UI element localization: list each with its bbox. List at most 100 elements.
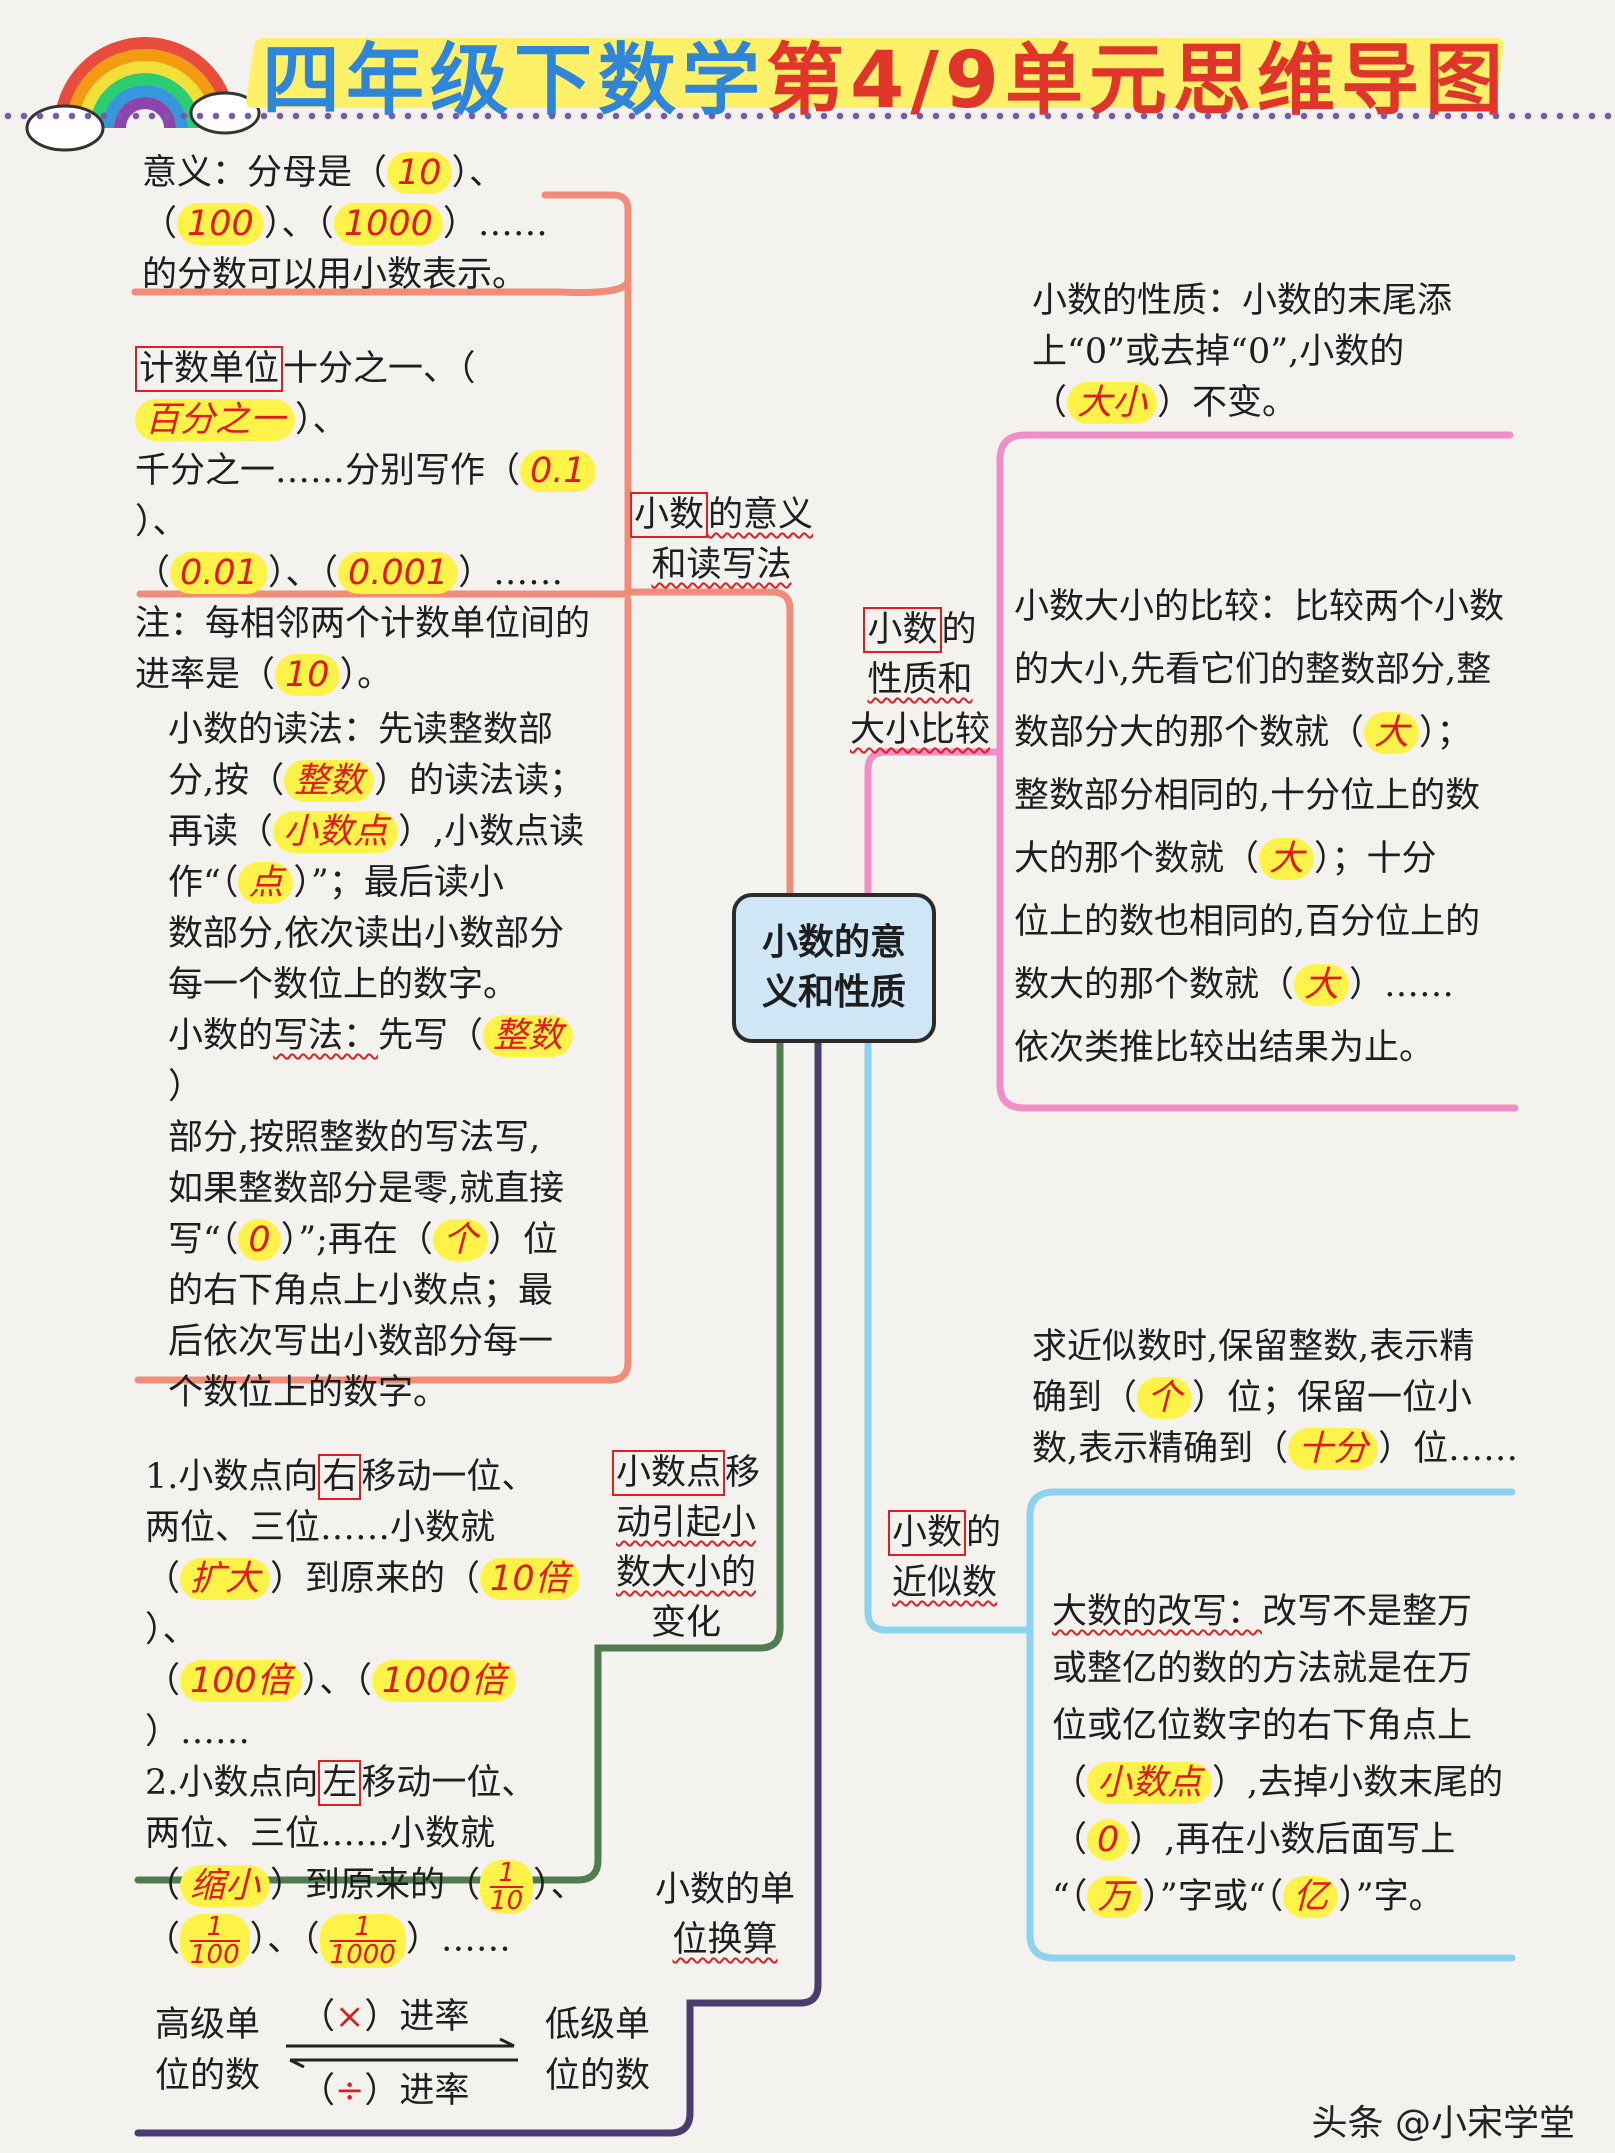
move-l7a: （	[145, 1865, 181, 1906]
cmp-l7b: ）……	[1349, 965, 1455, 1005]
rewrite-l5b: ）,再在小数后面写上	[1129, 1820, 1456, 1860]
answer: 点	[238, 862, 294, 904]
branch-property-line2: 性质和	[867, 660, 973, 700]
rewrite-l6b: ）”字或“（	[1142, 1877, 1284, 1917]
answer: 万	[1087, 1876, 1143, 1918]
move-left-box: 左	[318, 1760, 362, 1806]
branch-property-box: 小数	[863, 607, 942, 653]
branch-meaning-label[interactable]: 小数的意义 和读写法	[630, 490, 813, 590]
branch-approx-label[interactable]: 小数的 近似数	[888, 1508, 1001, 1608]
conv-right2: 位的数	[545, 2056, 651, 2096]
answer: 10倍	[480, 1558, 580, 1600]
counting-unit-text: 计数单位十分之一、（百分之一）、 千分之一……分别写作（0.1）、 （0.01）…	[135, 344, 635, 701]
divide-sign: ÷	[335, 2071, 365, 2111]
answer: 0	[238, 1219, 281, 1261]
answer: 缩小	[180, 1864, 271, 1907]
answer: 个	[1137, 1377, 1193, 1419]
conversion-arrows	[286, 2038, 518, 2068]
rewrite-l6c: ）”字。	[1338, 1877, 1444, 1917]
rw-l10c: ）位	[487, 1220, 558, 1260]
branch-move-label[interactable]: 小数点移 动引起小 数大小的 变化	[612, 1448, 760, 1648]
frac-num: 1	[490, 1860, 524, 1888]
unit-l1a: 十分之一、（	[283, 349, 476, 389]
unit-l3b: ）、（	[267, 553, 338, 593]
title-part2: 第4/9单元思维导图	[766, 36, 1510, 126]
branch-property-label[interactable]: 小数的 性质和 大小比较	[850, 605, 990, 755]
meaning-l1a: 意义：分母是（	[142, 153, 388, 193]
answer: 100倍	[180, 1660, 302, 1702]
frac-num: 1	[190, 1914, 240, 1942]
rewrite-l6a: “（	[1052, 1877, 1088, 1917]
approx-l3b: ）位……	[1378, 1429, 1519, 1469]
rw-l7c: ）	[168, 1067, 204, 1107]
conv-left2: 位的数	[155, 2056, 261, 2096]
rw-l1: 小数的读法：先读整数部	[168, 710, 554, 750]
meaning-l2c: ）……	[442, 204, 548, 244]
move-l1b: 移动一位、	[361, 1457, 537, 1497]
conversion-bottom: （÷）进率	[300, 2066, 469, 2117]
answer: 十分	[1288, 1428, 1379, 1470]
frac-den: 1000	[329, 1940, 396, 1970]
move-l4a: （	[145, 1661, 181, 1701]
branch-property-rest: 的	[941, 610, 977, 650]
rewrite-l5a: （	[1052, 1820, 1088, 1860]
rewrite-l2: 或整亿的数的方法就是在万	[1052, 1649, 1473, 1689]
rw-l7w: 写法：	[273, 1016, 379, 1056]
move-l3c: ）、	[145, 1610, 198, 1650]
answer: 10	[275, 654, 340, 696]
rw-l7a: 小数的	[168, 1016, 274, 1056]
branch-unit-label[interactable]: 小数的单 位换算	[655, 1865, 795, 1965]
unit-l2b: ）、	[135, 502, 188, 542]
approx-l2b: ）位；保留一位小	[1192, 1378, 1473, 1418]
move-l6: 两位、三位……小数就	[145, 1814, 496, 1854]
approx-l1: 求近似数时,保留整数,表示精	[1032, 1327, 1475, 1367]
conv-right1: 低级单	[545, 2005, 651, 2045]
prop-l1: 小数的性质：小数的末尾添	[1032, 281, 1453, 321]
center-line2: 义和性质	[761, 972, 906, 1013]
prop-l3a: （	[1032, 383, 1068, 423]
answer: 百分之一	[135, 399, 296, 441]
cmp-l2: 的大小,先看它们的整数部分,整	[1014, 650, 1492, 690]
answer: 0.1	[520, 450, 596, 492]
move-l4b: ）、（	[301, 1661, 372, 1701]
move-l1a: 1.小数点向	[145, 1457, 319, 1497]
move-l8a: （	[145, 1919, 181, 1960]
meaning-text: 意义：分母是（10）、 （100）、（1000）…… 的分数可以用小数表示。	[142, 148, 562, 301]
approx-text: 求近似数时,保留整数,表示精 确到（个）位；保留一位小 数,表示精确到（十分）位…	[1032, 1322, 1552, 1475]
rewrite-l1b: 改写不是整万	[1262, 1592, 1473, 1632]
answer: 0	[1087, 1819, 1130, 1861]
branch-property-line3: 大小比较	[850, 710, 991, 750]
unit-l3c: ）……	[458, 553, 564, 593]
multiply-sign: ×	[335, 1997, 365, 2037]
unit-l3a: （	[135, 553, 171, 593]
branch-move-box: 小数点	[612, 1450, 726, 1496]
rw-l12: 后依次写出小数部分每一	[168, 1322, 554, 1362]
central-node[interactable]: 小数的意义和性质	[732, 893, 936, 1043]
answer: 大小	[1067, 382, 1158, 424]
approx-l3a: 数,表示精确到（	[1032, 1429, 1289, 1469]
frac-den: 100	[190, 1940, 240, 1970]
rw-l4b: ）”；最后读小	[293, 863, 504, 903]
answer: 亿	[1283, 1876, 1339, 1918]
move-l5b: 移动一位、	[361, 1763, 537, 1803]
move-l8b: ）、（	[249, 1919, 320, 1960]
move-l7b: ）到原来的（	[270, 1865, 481, 1906]
prop-l3b: ）不变。	[1157, 383, 1298, 423]
move-l8c: ）……	[405, 1919, 511, 1960]
counting-unit-box: 计数单位	[135, 346, 284, 392]
branch-approx-box: 小数	[888, 1510, 967, 1556]
rewrite-l4b: ）,去掉小数末尾的	[1212, 1763, 1504, 1803]
rw-l8: 部分,按照整数的写法写,	[168, 1118, 541, 1158]
rw-l10a: 写“（	[168, 1220, 239, 1260]
rw-l11: 的右下角点上小数点；最	[168, 1271, 554, 1311]
move-l3a: （	[145, 1559, 181, 1599]
page-title: 四年级下数学第4/9单元思维导图	[262, 18, 1509, 130]
move-l3b: ）到原来的（	[270, 1559, 481, 1599]
branch-move-line4: 变化	[651, 1603, 722, 1643]
rw-l9: 如果整数部分是零,就直接	[168, 1169, 565, 1209]
conversion-right: 低级单 位的数	[545, 2000, 685, 2102]
branch-meaning-line2: 和读写法	[651, 545, 792, 585]
